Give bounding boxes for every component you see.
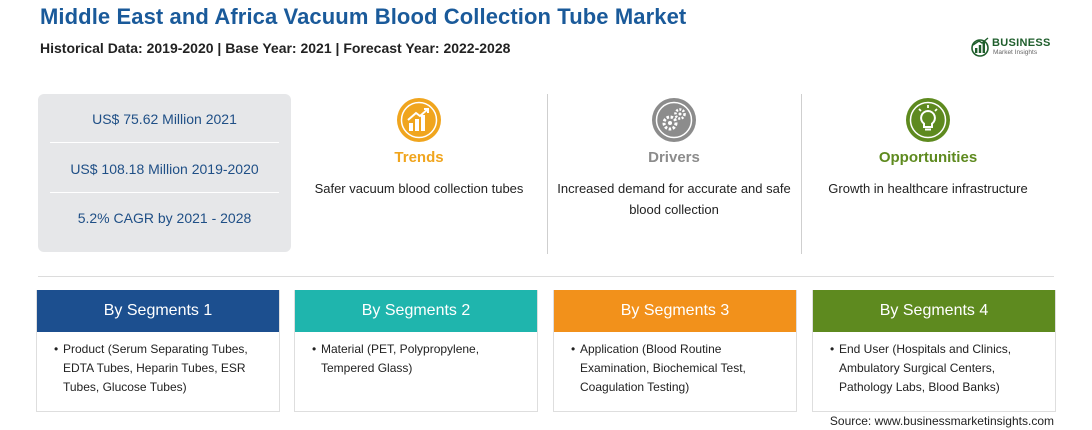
factor-drivers: Drivers Increased demand for accurate an…	[554, 96, 794, 236]
segment-3-body: • Application (Blood Routine Examination…	[554, 332, 796, 397]
bullet-icon: •	[830, 342, 835, 356]
segment-2-text: Material (PET, Polypropylene, Tempered G…	[321, 342, 480, 375]
factor-trends-text: Safer vacuum blood collection tubes	[314, 181, 524, 196]
segment-4-text: End User (Hospitals and Clinics, Ambulat…	[839, 342, 1012, 394]
segment-2-body: • Material (PET, Polypropylene, Tempered…	[295, 332, 537, 378]
factor-opportunities-text: Growth in healthcare infrastructure	[828, 181, 1028, 196]
factor-drivers-text: Increased demand for accurate and safe b…	[557, 181, 791, 217]
segment-card-3: By Segments 3 • Application (Blood Routi…	[553, 290, 797, 412]
segment-3-text: Application (Blood Routine Examination, …	[580, 342, 746, 394]
market-stats-panel: US$ 75.62 Million 2021 US$ 108.18 Millio…	[38, 94, 291, 252]
page-title: Middle East and Africa Vacuum Blood Coll…	[40, 4, 687, 29]
gears-icon	[652, 98, 696, 142]
column-divider	[547, 94, 548, 254]
factor-opportunities-title: Opportunities	[878, 149, 978, 166]
section-divider	[38, 276, 1054, 277]
factor-drivers-title: Drivers	[648, 149, 700, 166]
page-subtitle: Historical Data: 2019-2020 | Base Year: …	[40, 40, 511, 56]
business-insights-logo: BUSINESS Market Insights	[970, 36, 1060, 60]
logo-globe-icon	[971, 37, 989, 57]
stat-market-size-historical: US$ 108.18 Million 2019-2020	[70, 161, 259, 177]
segment-3-title: By Segments 3	[554, 290, 796, 332]
segment-2-title: By Segments 2	[295, 290, 537, 332]
bullet-icon: •	[54, 342, 59, 356]
lightbulb-icon	[906, 98, 950, 142]
stat-market-size-2021: US$ 75.62 Million 2021	[92, 111, 237, 127]
segment-1-title: By Segments 1	[37, 290, 279, 332]
segment-card-2: By Segments 2 • Material (PET, Polypropy…	[294, 290, 538, 412]
source-attribution: Source: www.businessmarketinsights.com	[829, 414, 1054, 428]
factor-trends-title: Trends	[394, 149, 444, 166]
segment-4-title: By Segments 4	[813, 290, 1055, 332]
segment-1-text: Product (Serum Separating Tubes, EDTA Tu…	[63, 342, 248, 394]
segment-card-1: By Segments 1 • Product (Serum Separatin…	[36, 290, 280, 412]
stat-divider	[50, 192, 279, 193]
stat-divider	[50, 142, 279, 143]
logo-wordmark: BUSINESS	[992, 37, 1051, 49]
factor-trends: Trends Safer vacuum blood collection tub…	[299, 96, 539, 236]
chart-growth-icon	[397, 98, 441, 142]
segment-card-4: By Segments 4 • End User (Hospitals and …	[812, 290, 1056, 412]
factor-opportunities: Opportunities Growth in healthcare infra…	[808, 96, 1048, 236]
stat-cagr: 5.2% CAGR by 2021 - 2028	[77, 210, 252, 226]
logo-tagline: Market Insights	[993, 49, 1038, 56]
segment-1-body: • Product (Serum Separating Tubes, EDTA …	[37, 332, 279, 397]
column-divider	[801, 94, 802, 254]
segment-4-body: • End User (Hospitals and Clinics, Ambul…	[813, 332, 1055, 397]
bullet-icon: •	[312, 342, 317, 356]
bullet-icon: •	[571, 342, 576, 356]
